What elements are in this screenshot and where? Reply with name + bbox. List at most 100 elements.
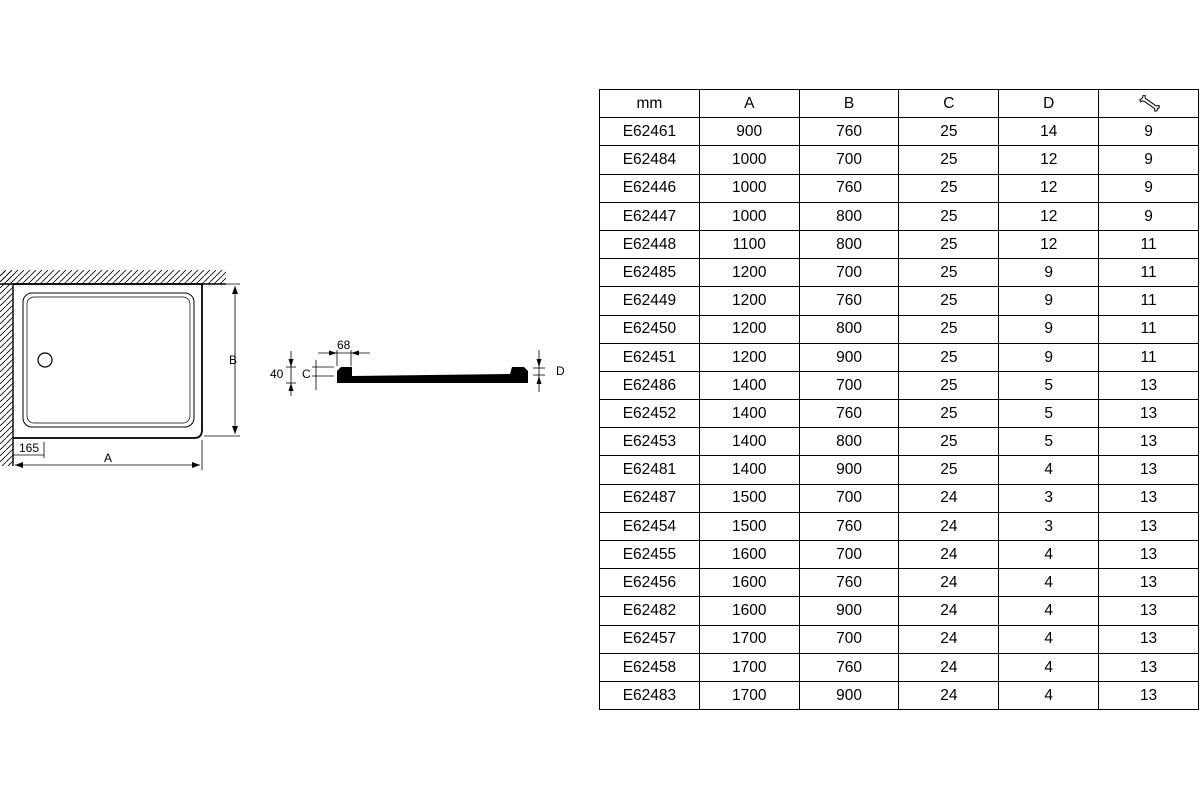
cell-tool: 13: [1098, 511, 1199, 542]
dim-a-arrow-left: [15, 462, 23, 468]
cell-a: 900: [698, 117, 800, 147]
header-mm: mm: [599, 88, 700, 119]
cell-c: 24: [898, 539, 1000, 570]
header-tool: [1098, 88, 1199, 119]
cell-a: 1700: [698, 624, 800, 654]
cell-tool: 9: [1098, 117, 1199, 147]
cell-a: 1200: [698, 342, 800, 372]
cell-c: 25: [898, 370, 1000, 401]
cell-b: 760: [798, 173, 900, 203]
cell-tool: 9: [1098, 173, 1199, 203]
cell-tool: 11: [1098, 314, 1199, 344]
cell-c: 25: [898, 342, 1000, 372]
cell-a: 1700: [698, 652, 800, 682]
tray-outline: [13, 283, 203, 439]
cell-b: 760: [798, 568, 900, 598]
cell-model: E62453: [599, 427, 700, 457]
cell-a: 1000: [698, 201, 800, 231]
cell-a: 1000: [698, 145, 800, 175]
cell-model: E62461: [599, 117, 700, 147]
cell-d: 4: [998, 652, 1100, 682]
cell-b: 900: [798, 342, 900, 372]
cell-model: E62486: [599, 370, 700, 401]
technical-drawing: B 165 A 68 40 C: [0, 270, 565, 470]
dim-d-label: D: [556, 364, 565, 378]
cell-c: 25: [898, 117, 1000, 147]
cell-c: 24: [898, 624, 1000, 654]
cell-b: 800: [798, 201, 900, 231]
cell-a: 1400: [698, 399, 800, 429]
cell-d: 5: [998, 399, 1100, 429]
cell-c: 25: [898, 286, 1000, 316]
dim-b-label: B: [229, 353, 237, 367]
cell-model: E62451: [599, 342, 700, 372]
cell-a: 1400: [698, 370, 800, 401]
cell-c: 25: [898, 399, 1000, 429]
header-b: B: [798, 88, 900, 119]
cell-model: E62452: [599, 399, 700, 429]
cell-d: 4: [998, 624, 1100, 654]
cell-b: 800: [798, 229, 900, 260]
cell-c: 24: [898, 511, 1000, 542]
cell-b: 800: [798, 314, 900, 344]
cell-model: E62485: [599, 258, 700, 288]
cell-model: E62447: [599, 201, 700, 231]
cell-c: 24: [898, 596, 1000, 626]
cell-b: 760: [798, 511, 900, 542]
cell-c: 24: [898, 680, 1000, 711]
cell-model: E62446: [599, 173, 700, 203]
cell-a: 1200: [698, 286, 800, 316]
cell-model: E62456: [599, 568, 700, 598]
cell-b: 900: [798, 596, 900, 626]
cell-d: 12: [998, 201, 1100, 231]
cell-d: 4: [998, 680, 1100, 711]
wall-hatch-left: [0, 270, 13, 466]
cell-model: E62458: [599, 652, 700, 682]
cell-d: 9: [998, 258, 1100, 288]
cell-a: 1200: [698, 258, 800, 288]
cell-d: 3: [998, 511, 1100, 542]
cell-c: 25: [898, 258, 1000, 288]
cell-b: 700: [798, 539, 900, 570]
cell-tool: 13: [1098, 399, 1199, 429]
plan-view: B 165 A: [0, 270, 240, 470]
cell-model: E62457: [599, 624, 700, 654]
tray-profile: [337, 367, 528, 383]
cell-c: 24: [898, 483, 1000, 513]
cell-d: 4: [998, 568, 1100, 598]
cell-b: 760: [798, 399, 900, 429]
dim-a-arrow-right: [192, 462, 200, 468]
cell-model: E62487: [599, 483, 700, 513]
header-d: D: [998, 88, 1100, 119]
cell-tool: 13: [1098, 539, 1199, 570]
cell-tool: 13: [1098, 455, 1199, 485]
cell-a: 1600: [698, 596, 800, 626]
cell-b: 700: [798, 370, 900, 401]
cell-model: E62482: [599, 596, 700, 626]
cell-a: 1000: [698, 173, 800, 203]
cell-c: 25: [898, 201, 1000, 231]
cell-b: 700: [798, 483, 900, 513]
cell-d: 9: [998, 286, 1100, 316]
cell-b: 700: [798, 624, 900, 654]
cell-model: E62454: [599, 511, 700, 542]
cell-d: 9: [998, 314, 1100, 344]
section-view: 68 40 C D: [270, 338, 565, 396]
cell-b: 760: [798, 652, 900, 682]
cell-a: 1100: [698, 229, 800, 260]
cell-tool: 13: [1098, 483, 1199, 513]
cell-c: 24: [898, 652, 1000, 682]
cell-model: E62450: [599, 314, 700, 344]
cell-tool: 13: [1098, 652, 1199, 682]
cell-d: 9: [998, 342, 1100, 372]
